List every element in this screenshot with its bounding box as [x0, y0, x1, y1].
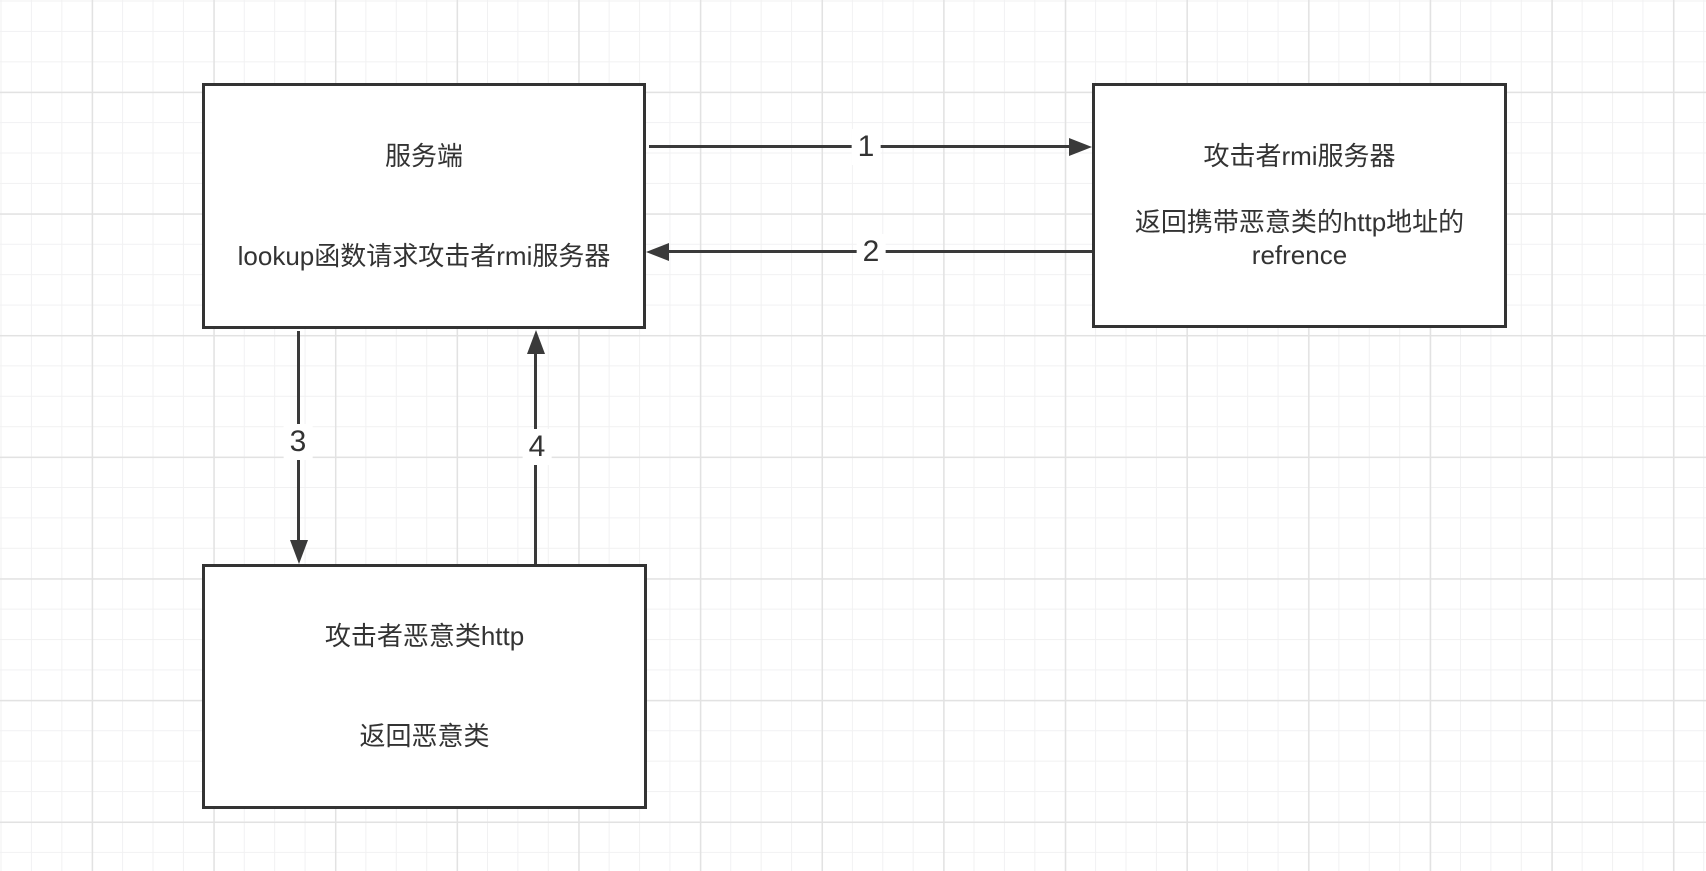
attacker-rmi-node-body-line-1: 返回携带恶意类的http地址的: [1134, 206, 1465, 237]
arrow-2-left-arrowhead-icon: [646, 243, 669, 261]
arrow-1-label[interactable]: 1: [851, 129, 881, 165]
arrow-1-right-arrowhead-icon: [1069, 138, 1092, 156]
arrow-2-label[interactable]: 2: [856, 234, 886, 270]
server-node-body: lookup函数请求攻击者rmi服务器: [237, 240, 611, 271]
attacker-http-node[interactable]: 攻击者恶意类http 返回恶意类: [202, 564, 647, 809]
attacker-rmi-node-body-line-2: refrence: [1251, 239, 1348, 270]
arrow-4-up-arrowhead-icon: [527, 330, 545, 354]
attacker-rmi-node[interactable]: 攻击者rmi服务器 返回携带恶意类的http地址的 refrence: [1092, 83, 1507, 328]
attacker-rmi-node-title: 攻击者rmi服务器: [1203, 140, 1396, 171]
server-node[interactable]: 服务端 lookup函数请求攻击者rmi服务器: [202, 83, 646, 329]
attacker-http-node-body: 返回恶意类: [359, 721, 490, 751]
arrow-3-down-arrowhead-icon: [290, 540, 308, 564]
arrow-4-label[interactable]: 4: [522, 429, 552, 465]
arrow-3-label[interactable]: 3: [283, 424, 313, 460]
server-node-title: 服务端: [384, 140, 463, 171]
attacker-http-node-title: 攻击者恶意类http: [324, 621, 525, 651]
attacker-rmi-node-body: 返回携带恶意类的http地址的 refrence: [1135, 206, 1464, 272]
